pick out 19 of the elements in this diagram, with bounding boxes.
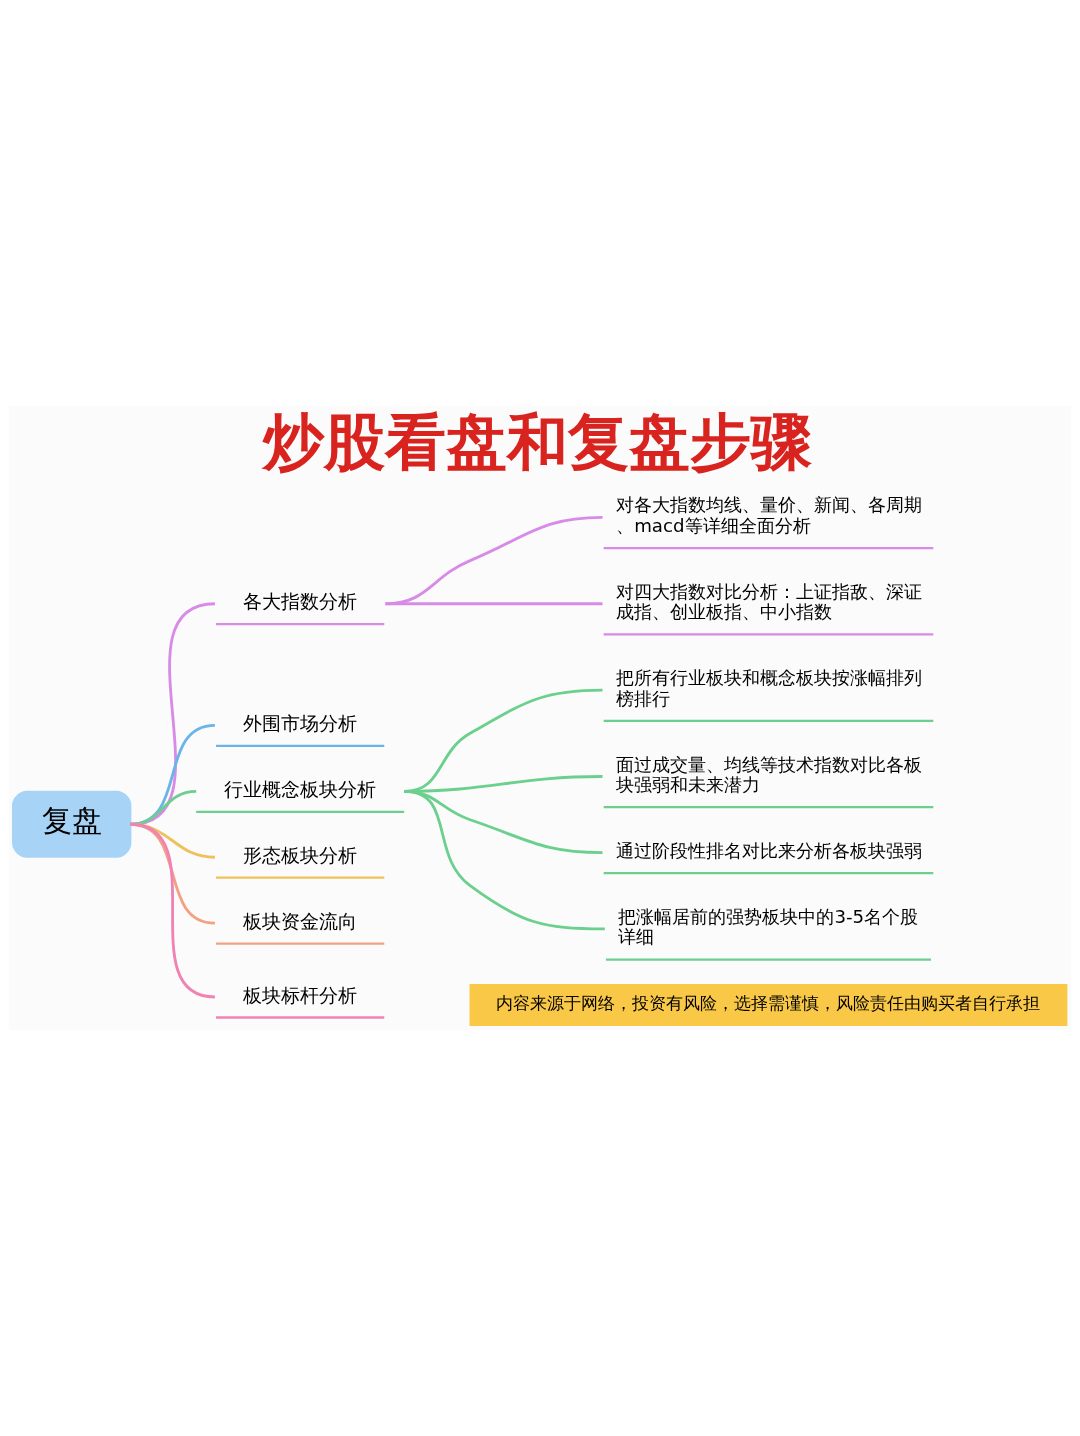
node-text: 各大指数分析 [243,590,358,614]
node-text: 外围市场分析 [243,712,358,736]
node-box: 复盘 [12,790,132,858]
connector [385,515,603,606]
connector [130,822,216,999]
node-text: 把涨幅居前的强势板块中的3-5名个股详细 [618,905,919,948]
node-text: 行业概念板块分析 [224,777,377,801]
diagram-title: 炒股看盘和复盘步骤 [263,406,813,478]
connector [385,602,603,606]
node-text: 面过成交量、均线等技术指数对比各板块强弱和未来潜力 [616,753,923,796]
caption: 内容来源于网络，投资有风险，选择需谨慎，风险责任由购买者自行承担 [496,992,1041,1013]
node-text: 对四大指数对比分析：上证指敌、深证成指、创业板指、中小指数 [616,580,923,623]
node-text: 把所有行业板块和概念板块按涨幅排列榜排行 [616,667,923,709]
connector [404,789,605,931]
node-text: 通过阶段性排名对比来分析各板块强弱 [616,840,923,862]
node-text: 板块资金流向 [243,909,358,933]
node-text: 对各大指数均线、量价、新闻、各周期、macd等详细全面分析 [616,494,923,536]
node-text: 形态板块分析 [243,843,358,867]
node-text: 板块标杆分析 [243,983,358,1007]
